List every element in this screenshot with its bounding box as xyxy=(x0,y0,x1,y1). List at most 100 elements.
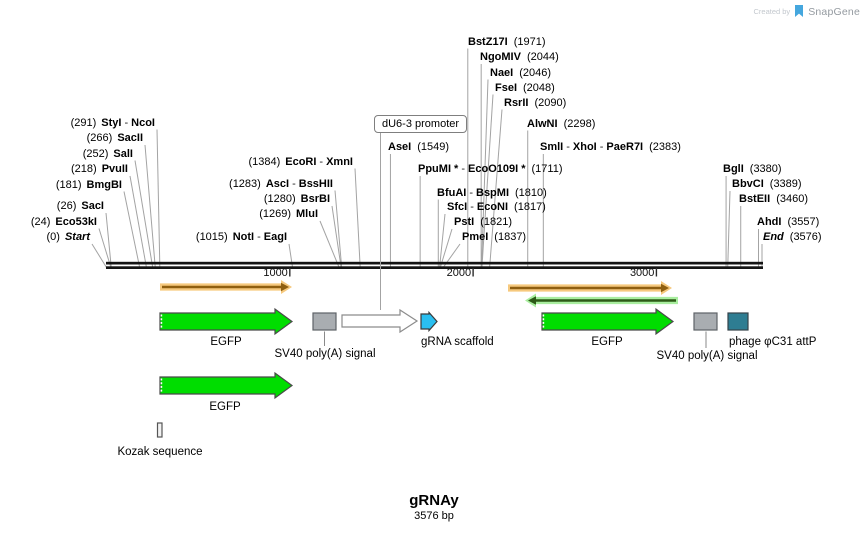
enzyme-position: (2090) xyxy=(534,96,567,109)
enzyme-position: (2048) xyxy=(523,81,555,94)
enzyme-label-styi-ncoi[interactable]: (291)StyI-NcoI xyxy=(71,117,155,130)
enzyme-label-bmgbi[interactable]: (181)BmgBI xyxy=(56,179,122,192)
leader-line xyxy=(123,191,141,268)
enzyme-position: (1837) xyxy=(494,231,527,243)
feature-label-grna-scaffold[interactable]: gRNA scaffold xyxy=(421,336,494,348)
feature-label-egfp-3[interactable]: EGFP xyxy=(209,401,241,413)
enzyme-label-fsei[interactable]: FseI (2048) xyxy=(495,82,555,95)
enzyme-label-ecori-xmni[interactable]: (1384)EcoRI-XmnI xyxy=(248,156,353,169)
enzyme-name: BstZ17I xyxy=(468,35,508,48)
enzyme-position: (1283) xyxy=(229,177,261,190)
feature-orf-arrow-reverse-core xyxy=(528,296,676,305)
enzyme-label-bsrbi[interactable]: (1280) BsrBI xyxy=(264,193,330,206)
feature-grna-scaffold[interactable] xyxy=(420,310,438,333)
enzyme-position: (24) xyxy=(30,215,51,228)
enzyme-label-bstz17i[interactable]: BstZ17I (1971) xyxy=(468,36,546,49)
enzyme-position: (1711) xyxy=(531,163,563,175)
enzyme-label-asci-bsshii[interactable]: (1283)AscI-BssHII xyxy=(229,178,333,191)
enzyme-name: BglI xyxy=(723,163,744,175)
enzyme-label-psti[interactable]: PstI(1821) xyxy=(454,216,512,229)
enzyme-name: BmgBI xyxy=(86,178,122,191)
feature-label-kozak[interactable]: Kozak sequence xyxy=(117,446,203,458)
enzyme-label-sali[interactable]: (252)SalI xyxy=(83,148,133,161)
enzyme-name: BsrBI xyxy=(300,193,330,205)
enzyme-label-start[interactable]: (0)Start xyxy=(46,231,90,244)
feature-egfp-1[interactable] xyxy=(159,307,294,336)
feature-kozak[interactable] xyxy=(156,422,163,438)
created-by-text: Created by xyxy=(753,7,791,16)
leader-line xyxy=(98,228,112,268)
enzyme-position: (3460) xyxy=(776,193,808,205)
enzyme-label-bgli[interactable]: BglI(3380) xyxy=(723,163,782,176)
feature-label-phage-phiC31-attP[interactable]: phage φC31 attP xyxy=(729,336,817,348)
leader-line xyxy=(134,160,154,268)
enzyme-label-sacii[interactable]: (266)SacII xyxy=(87,132,143,145)
enzyme-name: BbvCI xyxy=(732,178,764,190)
enzyme-position: (2046) xyxy=(519,66,552,79)
enzyme-name: - xyxy=(566,141,570,153)
enzyme-name: AscI xyxy=(265,177,290,190)
enzyme-position: (1821) xyxy=(480,216,512,228)
enzyme-name: PaeR7I xyxy=(606,141,644,153)
enzyme-label-naei[interactable]: NaeI (2046) xyxy=(490,67,551,80)
enzyme-name: NcoI xyxy=(131,116,155,129)
enzyme-label-ahdi[interactable]: AhdI(3557) xyxy=(757,216,819,229)
feature-sv40-polyA-1[interactable] xyxy=(312,312,337,331)
enzyme-name: BspMI xyxy=(476,186,509,199)
plasmid-length: 3576 bp xyxy=(414,510,454,522)
enzyme-name: - xyxy=(470,201,474,213)
enzyme-label-smli-xhoi-paer7i[interactable]: SmlI-XhoI-PaeR7I(2383) xyxy=(540,141,681,154)
enzyme-name: SacI xyxy=(81,200,104,212)
enzyme-name: End xyxy=(763,231,784,243)
enzyme-label-asei[interactable]: AseI(1549) xyxy=(388,141,449,154)
branding: Created by SnapGene xyxy=(754,5,861,18)
enzyme-position: (2298) xyxy=(563,117,596,130)
enzyme-name: BstEII xyxy=(739,193,771,205)
enzyme-name: XhoI xyxy=(572,141,597,153)
enzyme-label-alwni[interactable]: AlwNI(2298) xyxy=(527,118,595,131)
feature-phage-phiC31-attP[interactable] xyxy=(727,312,749,331)
enzyme-name: XmnI xyxy=(326,155,353,168)
enzyme-name: FseI xyxy=(495,81,518,94)
enzyme-name: NgoMIV xyxy=(480,51,521,63)
enzyme-label-bfuai-bspmi[interactable]: BfuAI-BspMI(1810) xyxy=(437,187,547,200)
enzyme-label-ppumi-ecoo109i[interactable]: PpuMI *-EcoO109I *(1711) xyxy=(418,163,562,176)
leader-line xyxy=(331,205,342,268)
feature-sv40-polyA-2[interactable] xyxy=(693,312,718,331)
enzyme-position: (252) xyxy=(82,147,109,160)
feature-egfp-3[interactable] xyxy=(159,371,294,400)
enzyme-label-eco53ki[interactable]: (24)Eco53kI xyxy=(31,216,97,229)
enzyme-label-pmei[interactable]: PmeI(1837) xyxy=(462,231,526,244)
enzyme-label-mlui[interactable]: (1269)MluI xyxy=(259,208,318,221)
enzyme-label-rsrii[interactable]: RsrII (2090) xyxy=(504,97,566,110)
enzyme-label-noti-eagi[interactable]: (1015)NotI-EagI xyxy=(196,231,287,244)
enzyme-position: (291) xyxy=(70,116,97,129)
enzyme-label-saci[interactable]: (26)SacI xyxy=(57,200,104,213)
enzyme-label-bbvci[interactable]: BbvCI(3389) xyxy=(732,178,802,191)
leader-line xyxy=(489,109,503,268)
enzyme-name: - xyxy=(461,163,466,175)
enzyme-label-end[interactable]: End(3576) xyxy=(763,231,822,244)
enzyme-position: (0) xyxy=(46,231,60,243)
feature-label-sv40-polyA-2[interactable]: SV40 poly(A) signal xyxy=(656,350,758,362)
enzyme-name: NaeI xyxy=(490,66,514,79)
enzyme-name: SfcI xyxy=(447,201,468,213)
enzyme-position: (1971) xyxy=(513,35,546,48)
enzyme-name: - xyxy=(599,141,604,153)
enzyme-name: PpuMI * xyxy=(418,163,459,175)
feature-label-egfp-1[interactable]: EGFP xyxy=(210,336,242,348)
enzyme-label-pvuii[interactable]: (218)PvuII xyxy=(71,163,128,176)
enzyme-label-bsteii[interactable]: BstEII (3460) xyxy=(739,193,808,206)
feature-egfp-2[interactable] xyxy=(541,307,675,336)
enzyme-label-sfci-econi[interactable]: SfcI-EcoNI(1817) xyxy=(447,201,546,214)
ruler-label-2000: 2000 xyxy=(446,266,472,279)
promoter-label-box[interactable]: dU6-3 promoter xyxy=(374,115,468,133)
enzyme-name: RsrII xyxy=(504,96,529,109)
feature-label-egfp-2[interactable]: EGFP xyxy=(591,336,623,348)
feature-label-sv40-polyA-1[interactable]: SV40 poly(A) signal xyxy=(274,348,376,360)
enzyme-position: (1280) xyxy=(263,193,296,205)
leader-line xyxy=(91,243,107,268)
feature-du6-3-promoter[interactable] xyxy=(341,308,419,334)
enzyme-name: - xyxy=(257,231,261,243)
enzyme-label-ngomiv[interactable]: NgoMIV(2044) xyxy=(480,51,559,64)
